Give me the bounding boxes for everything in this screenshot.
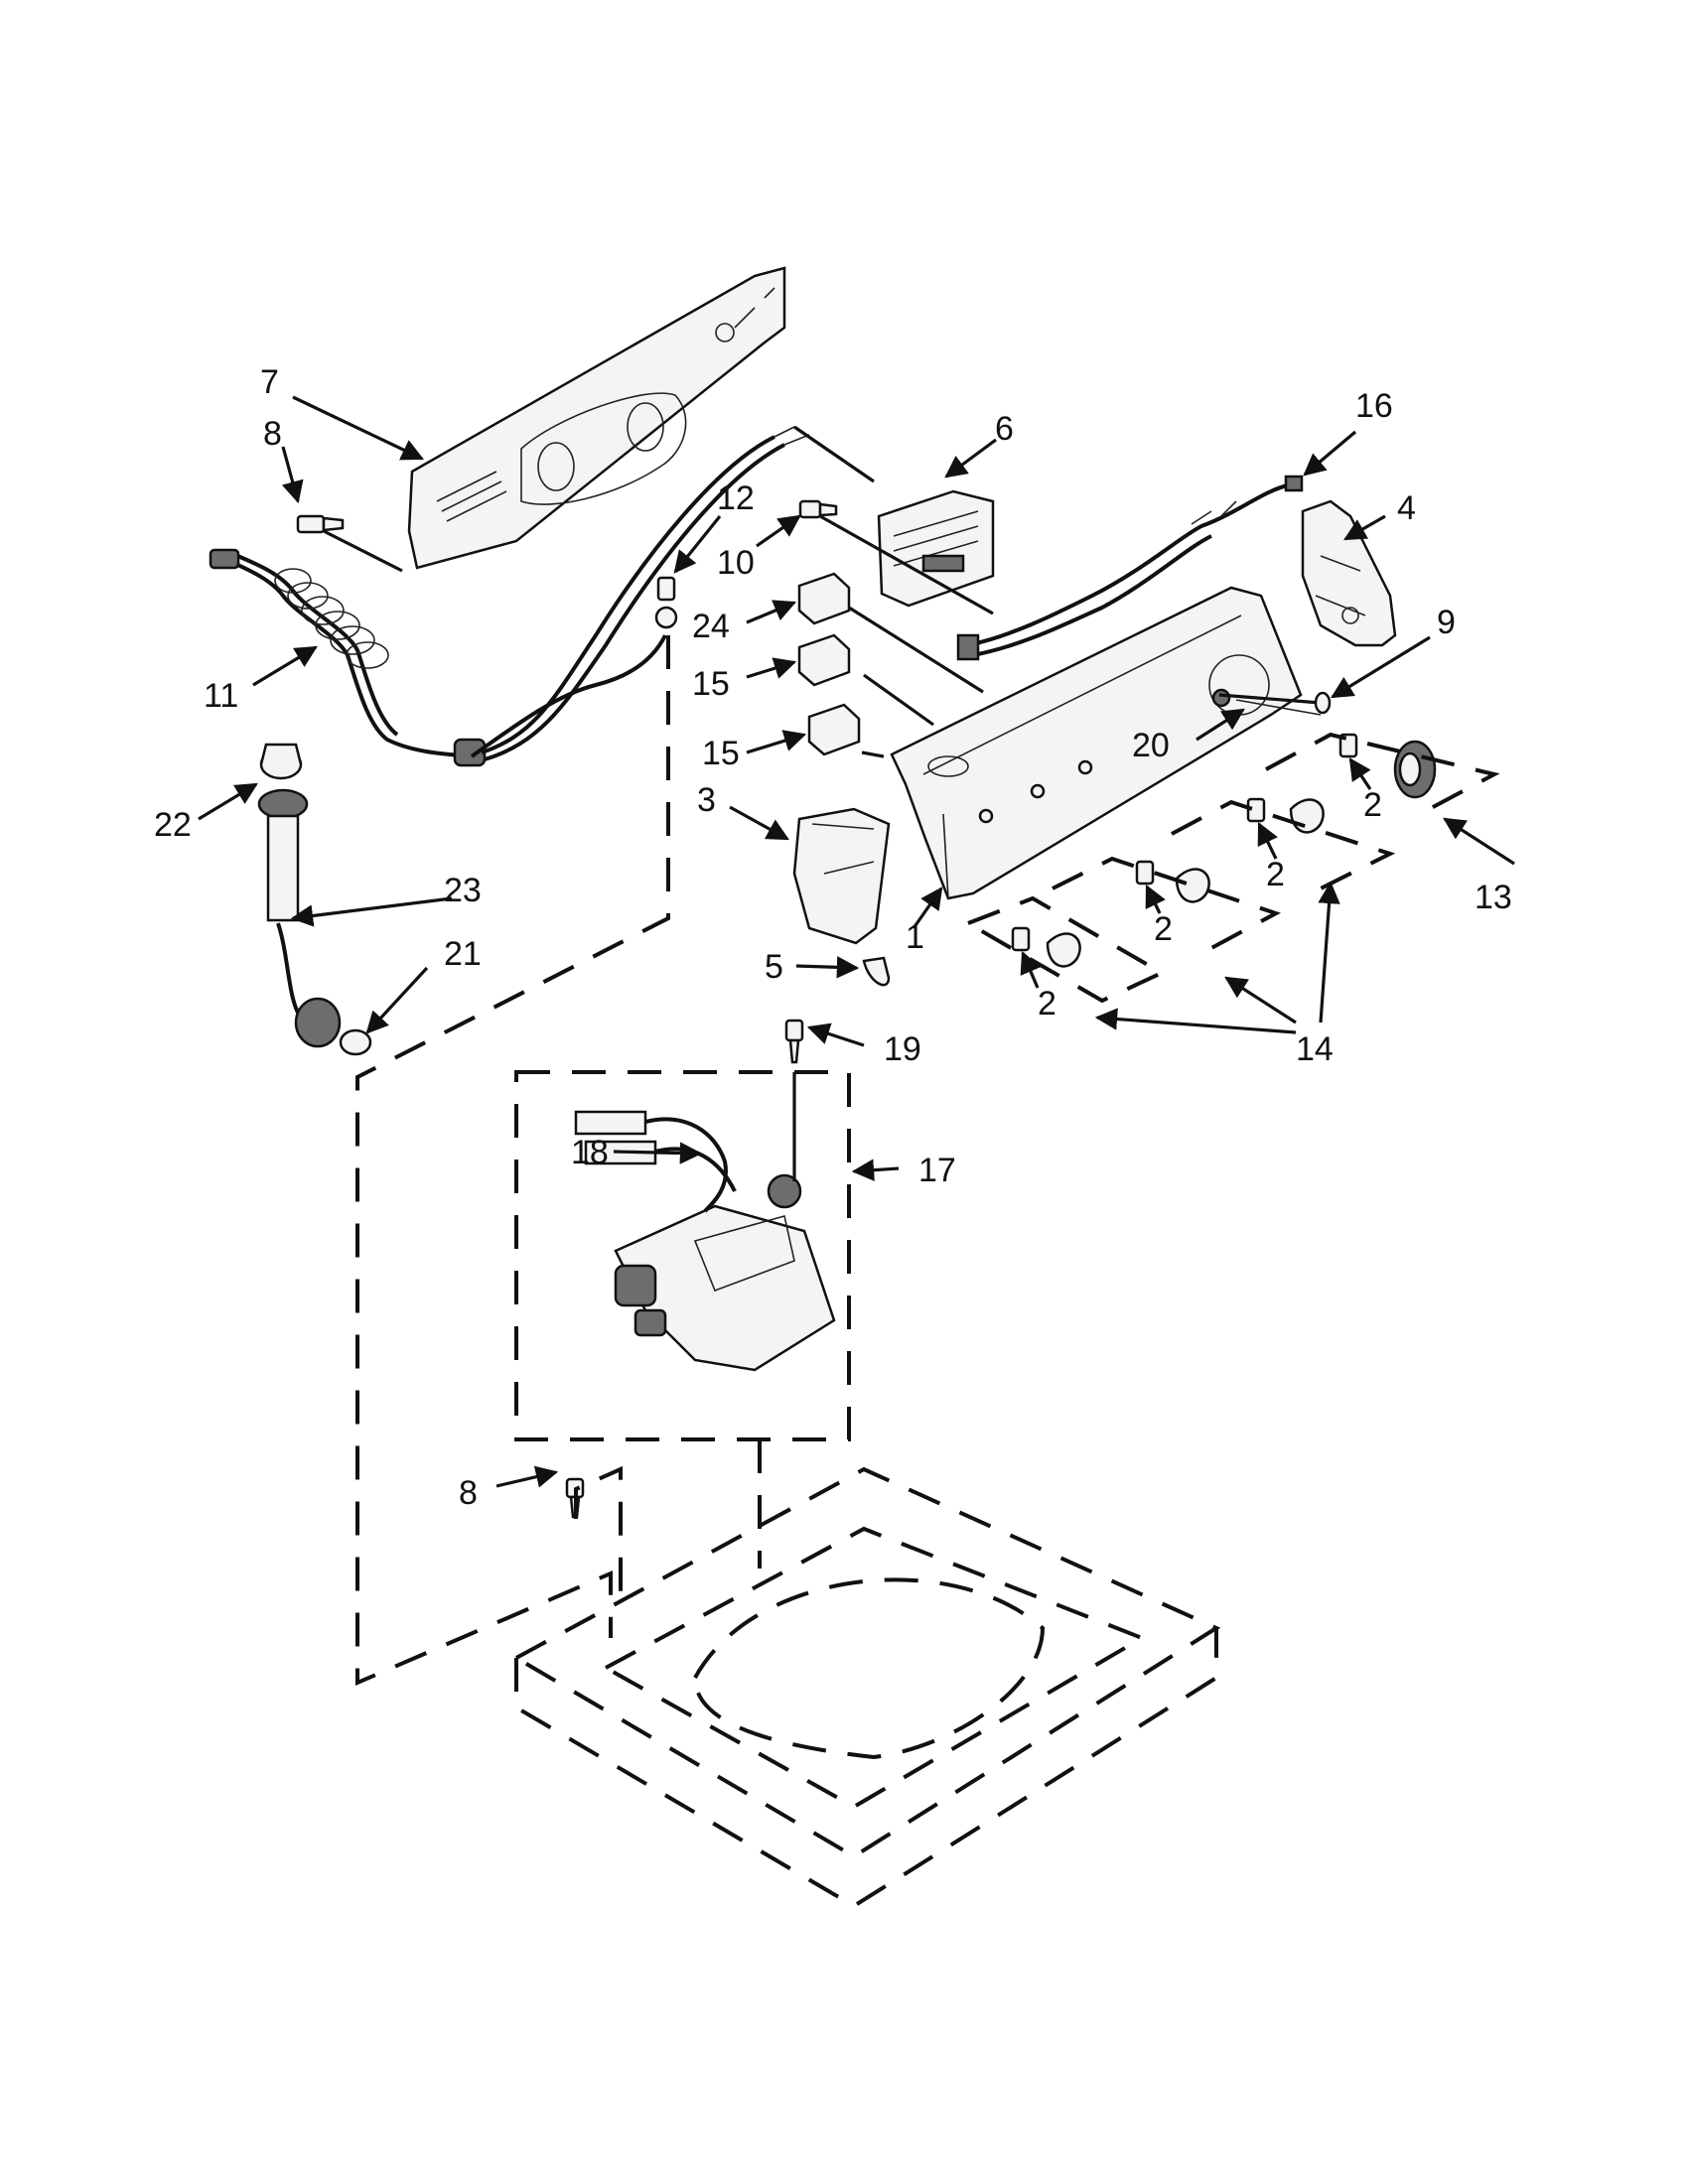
knob-part-2-d bbox=[1011, 926, 1081, 968]
washer-part-21 bbox=[339, 1028, 372, 1056]
leader-12 bbox=[673, 514, 722, 574]
callout-15-upper: 15 bbox=[692, 665, 730, 703]
leader-6 bbox=[944, 438, 997, 478]
leader-8-lower bbox=[495, 1465, 559, 1488]
callout-1: 1 bbox=[906, 918, 924, 956]
callout-22: 22 bbox=[154, 806, 192, 844]
switch-part-15-lower bbox=[807, 703, 885, 758]
leader-1 bbox=[912, 887, 943, 929]
leader-19 bbox=[806, 1023, 865, 1047]
leader-21 bbox=[365, 966, 429, 1034]
callout-18: 18 bbox=[571, 1134, 609, 1171]
callout-12: 12 bbox=[717, 479, 755, 517]
leader-14-a bbox=[1224, 976, 1297, 1024]
callout-4: 4 bbox=[1397, 489, 1416, 527]
leader-2d bbox=[1020, 950, 1042, 989]
leader-18 bbox=[613, 1142, 703, 1164]
callout-8-lower: 8 bbox=[459, 1474, 478, 1512]
leader-24 bbox=[746, 600, 797, 624]
leader-10 bbox=[756, 514, 801, 548]
callout-6: 6 bbox=[995, 410, 1014, 448]
inlet-part-22 bbox=[259, 743, 303, 780]
leader-3 bbox=[729, 805, 789, 841]
valve-assembly-part-17 bbox=[614, 1072, 836, 1372]
callout-10: 10 bbox=[717, 544, 755, 582]
switch-part-24 bbox=[797, 572, 984, 694]
leader-4 bbox=[1343, 514, 1386, 541]
callout-2-c: 2 bbox=[1154, 910, 1173, 948]
leader-2a bbox=[1348, 757, 1372, 790]
leader-13 bbox=[1443, 817, 1515, 866]
knob-part-13 bbox=[1393, 740, 1437, 799]
switch-part-15-upper bbox=[797, 633, 934, 727]
knob-group-outline-4 bbox=[1265, 732, 1500, 816]
callout-15-lower: 15 bbox=[702, 735, 740, 772]
callout-2-b: 2 bbox=[1266, 856, 1285, 893]
callout-23: 23 bbox=[444, 872, 482, 909]
knob-group-outline-1 bbox=[966, 895, 1167, 1004]
washer-top-cabinet bbox=[511, 1466, 1221, 1909]
leader-20 bbox=[1196, 708, 1245, 742]
callout-14: 14 bbox=[1296, 1030, 1334, 1068]
screw-part-8-upper bbox=[296, 514, 345, 534]
leader-dash-8 bbox=[574, 1465, 623, 1598]
callout-13: 13 bbox=[1475, 879, 1512, 916]
clip-part-5 bbox=[862, 956, 891, 987]
callout-17: 17 bbox=[918, 1152, 956, 1189]
leader-17 bbox=[851, 1159, 900, 1181]
callout-7: 7 bbox=[260, 363, 279, 401]
leader-15-upper bbox=[746, 657, 797, 679]
leader-23 bbox=[290, 896, 453, 927]
knob-group-outline-2 bbox=[1052, 856, 1282, 950]
leader-8-upper-panel bbox=[323, 529, 403, 573]
control-board-part-6 bbox=[819, 489, 995, 615]
knob-group-outline-3 bbox=[1171, 799, 1396, 890]
callout-16: 16 bbox=[1355, 387, 1393, 425]
callout-24: 24 bbox=[692, 608, 730, 645]
valve-box-part-17 bbox=[514, 1070, 851, 1441]
rear-panel-part-7 bbox=[407, 266, 786, 570]
leader-14-c bbox=[1318, 881, 1340, 1024]
screw-part-19 bbox=[784, 1019, 804, 1064]
leader-8-upper bbox=[281, 446, 304, 504]
callout-20: 20 bbox=[1132, 727, 1170, 764]
leader-11 bbox=[252, 645, 318, 687]
leader-22 bbox=[198, 782, 258, 821]
knob-part-2-c bbox=[1135, 860, 1210, 903]
leader-9 bbox=[1331, 635, 1431, 699]
leader-16 bbox=[1303, 430, 1357, 477]
screw-part-12 bbox=[654, 576, 678, 629]
knob-part-2-a bbox=[1338, 733, 1358, 758]
callout-2-a: 2 bbox=[1363, 786, 1382, 824]
callout-9: 9 bbox=[1437, 604, 1456, 641]
leader-15-lower bbox=[746, 730, 807, 754]
callout-19: 19 bbox=[884, 1030, 921, 1068]
leader-14-b bbox=[1094, 1008, 1297, 1034]
shaft-part-9 bbox=[1218, 691, 1332, 715]
callout-2-d: 2 bbox=[1038, 985, 1056, 1023]
power-cord-part-11 bbox=[209, 425, 875, 767]
leader-2c bbox=[1145, 884, 1166, 914]
leader-dash-12 bbox=[355, 635, 670, 1687]
callout-11: 11 bbox=[204, 677, 238, 715]
callout-8-upper: 8 bbox=[263, 415, 282, 453]
hose-part-23 bbox=[257, 788, 342, 1048]
leader-2b bbox=[1257, 821, 1278, 860]
leader-5 bbox=[795, 956, 860, 979]
console-part-1 bbox=[890, 586, 1322, 900]
bracket-part-4 bbox=[1301, 499, 1397, 647]
screw-part-10 bbox=[798, 499, 838, 519]
callout-5: 5 bbox=[765, 948, 783, 986]
wire-harness-part-16 bbox=[956, 475, 1304, 661]
cover-part-3 bbox=[792, 807, 891, 945]
leader-7 bbox=[292, 395, 425, 461]
callout-3: 3 bbox=[697, 781, 716, 819]
callout-21: 21 bbox=[444, 935, 482, 973]
